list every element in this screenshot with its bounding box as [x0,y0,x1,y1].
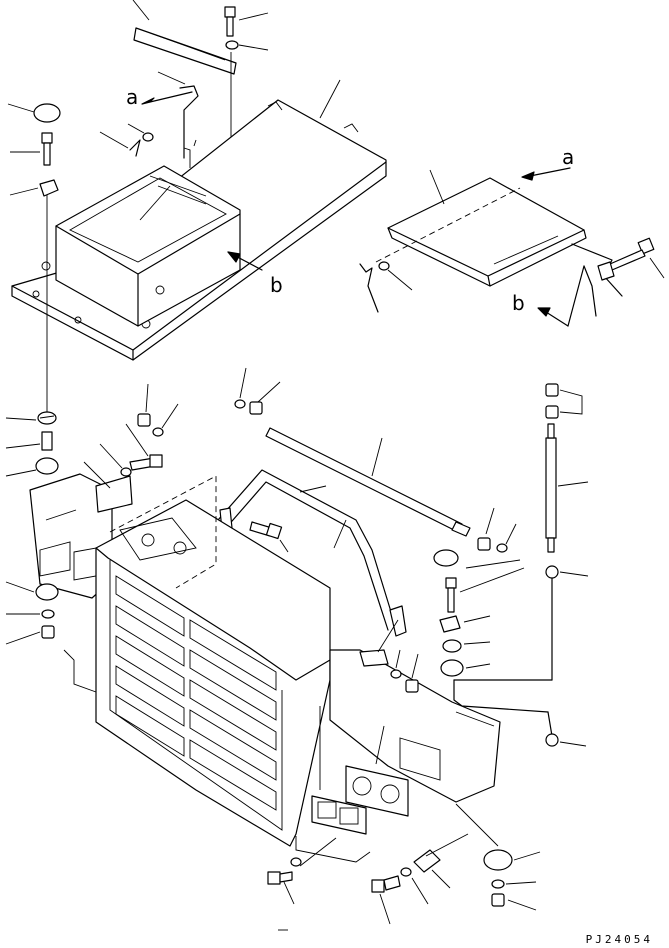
radiator-grille[interactable] [95,499,331,847]
washer-lower[interactable] [41,609,55,619]
battery-box[interactable] [55,165,241,327]
stay-rod[interactable] [265,427,471,537]
battery-cover[interactable] [375,177,587,287]
washer-e[interactable] [390,669,402,679]
cap-right[interactable] [433,549,459,567]
bottom-washer-left[interactable] [290,857,302,867]
turnbuckle-rod[interactable] [545,423,557,553]
spring-washer-right[interactable] [442,639,462,653]
cotter-pin[interactable] [129,139,141,157]
bottom-gasket-right[interactable] [345,765,409,817]
bracket-clip[interactable] [39,179,59,197]
grille-top-panel [119,517,197,561]
nut-right-3[interactable] [545,733,559,747]
nut-a[interactable] [137,413,151,427]
small-washer[interactable] [142,132,154,142]
bottom-hose[interactable] [413,833,469,873]
cover-washer[interactable] [378,261,390,271]
cover-latch[interactable] [571,243,623,317]
spring-washer[interactable] [37,411,57,425]
nut-d[interactable] [405,679,419,693]
cap-top[interactable] [33,103,61,123]
bottom-bolt-left[interactable] [267,871,293,885]
cover-hinge-bolt[interactable] [609,237,655,271]
left-bolt-top[interactable] [41,132,53,166]
rubber-mount-right[interactable] [440,659,464,677]
nut-bottom-right[interactable] [491,893,505,907]
left-mount-bracket[interactable] [95,475,133,513]
bottom-bolt-right[interactable] [371,875,401,893]
bottom-gasket-left[interactable] [311,795,367,835]
bent-stay[interactable] [217,469,407,637]
right-side-support[interactable] [329,649,501,803]
nut-b[interactable] [249,401,263,415]
bolt-a[interactable] [129,454,163,471]
top-cover-plate[interactable] [133,27,237,75]
label-b-upper: b [270,273,283,297]
label-b-right: b [512,291,525,315]
bolt-b[interactable] [249,521,283,540]
lower-stay-wire[interactable] [453,565,559,737]
nut-right-1[interactable] [545,383,559,397]
label-a-right: a [562,145,574,169]
hold-down-rod[interactable] [179,85,199,159]
rubber-mount-lower[interactable] [35,583,59,601]
bottom-washer-right[interactable] [400,867,412,877]
nut-c[interactable] [477,537,491,551]
cover-pin[interactable] [359,263,379,313]
drawing-code: PJ24054 [585,933,653,946]
label-a-upper: a [126,85,138,109]
washer-bottom-right[interactable] [491,879,505,889]
washer-d[interactable] [496,543,508,553]
grille-louvers [115,575,277,811]
bolt-right[interactable] [445,577,457,613]
hidden-outline [109,475,217,589]
top-bolt[interactable] [224,6,239,50]
collar[interactable] [41,431,53,451]
nut-right-2[interactable] [545,405,559,419]
washer-c[interactable] [234,399,246,409]
battery-box-partition [183,139,197,168]
clip-right[interactable] [439,615,461,633]
rubber-mount-bottom[interactable] [483,849,513,871]
rubber-mount-upper[interactable] [35,457,59,475]
nut-lower[interactable] [41,625,55,639]
washer-b[interactable] [120,467,132,477]
washer-a[interactable] [152,427,164,437]
